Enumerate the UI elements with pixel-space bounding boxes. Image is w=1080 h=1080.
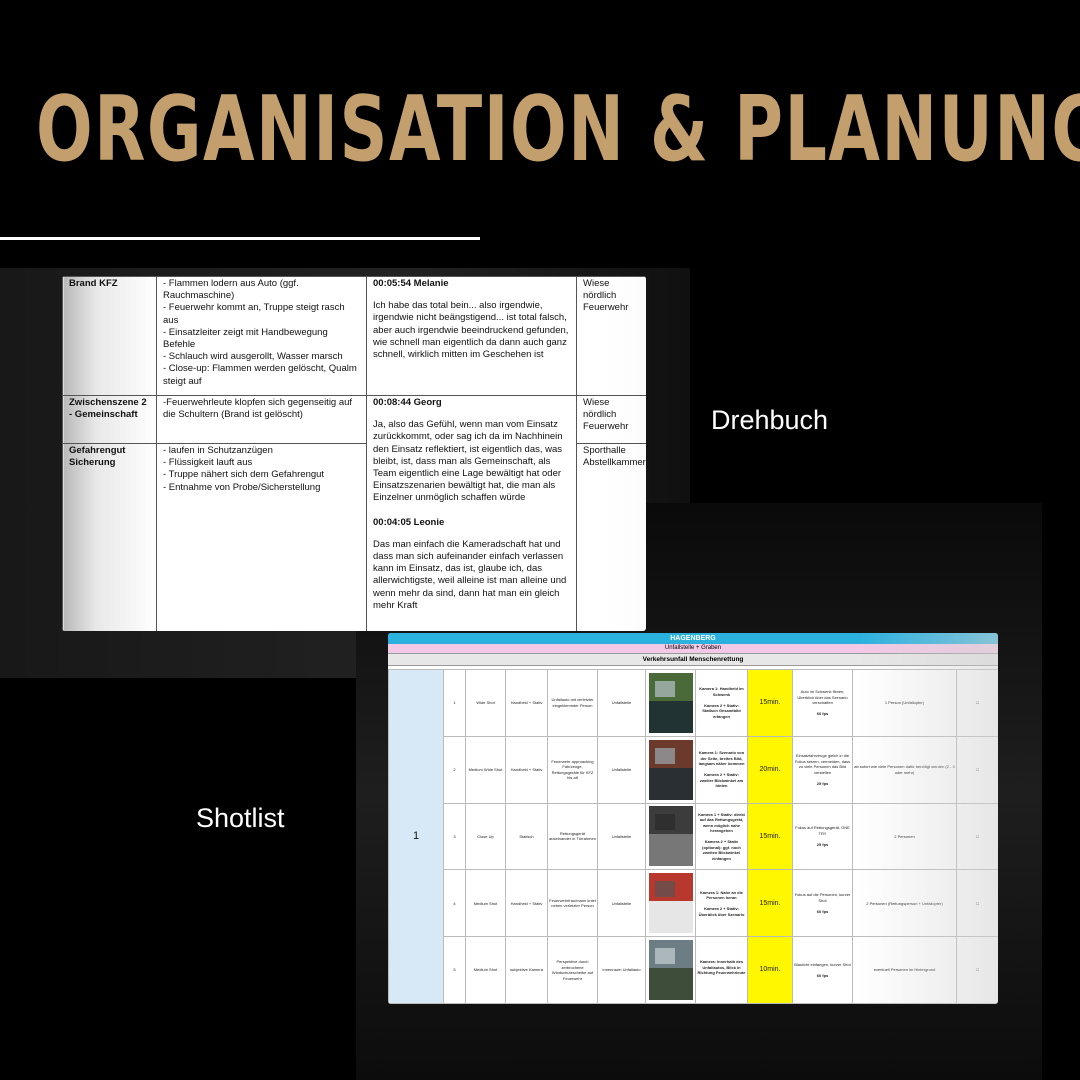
camera-mode: Statisch <box>505 802 548 871</box>
done-checkbox[interactable]: ☐ <box>956 936 998 1004</box>
scene-number: 1 <box>388 669 444 1004</box>
shot-location: Unfallstelle <box>597 802 646 871</box>
shot-size: Medium Shot <box>465 936 506 1004</box>
scene-actions: - laufen in Schutzanzügen - Flüssigkeit … <box>156 443 367 631</box>
interview-cell: 00:05:54 Melanie Ich habe das total bein… <box>366 276 577 396</box>
photo-thumbnail <box>648 806 693 867</box>
table-row: Zwischenszene 2 - Gemeinschaft -Feuerweh… <box>62 395 646 631</box>
shot-description: Perspektive durch zerbrochene Windschutz… <box>547 936 598 1004</box>
camera-mode: Handheld + Stativ <box>505 869 548 938</box>
interview-quote: Ja, also das Gefühl, wenn man vom Einsat… <box>373 419 563 504</box>
speaker-timestamp: 00:08:44 Georg <box>373 397 442 408</box>
drehbuch-document: Brand KFZ - Flammen lodern aus Auto (ggf… <box>62 276 646 631</box>
shot-number: 5 <box>443 936 466 1004</box>
shot-location: Unfallstelle <box>597 735 646 804</box>
scene-location: Wiese nördlich Feuerwehr <box>576 395 646 444</box>
table-row: Gefahrengut Sicherung - laufen in Schutz… <box>62 443 646 631</box>
camera-setup: Kamera 1: Szenario von der Seite, breite… <box>695 735 748 804</box>
photo-thumbnail <box>648 873 693 934</box>
shot-number: 4 <box>443 869 466 938</box>
reference-photo <box>645 869 696 938</box>
reference-photo <box>645 936 696 1004</box>
shot-size: Wide Shot <box>465 669 506 737</box>
scene-location: Sporthalle Abstellkammer <box>576 443 646 631</box>
shot-notes: Einsatzfahrzeuge gleich in die Fokus set… <box>792 735 853 804</box>
speaker-timestamp: 00:04:05 Leonie <box>373 516 445 528</box>
shot-duration: 15min. <box>747 802 793 871</box>
shot-number: 2 <box>443 735 466 804</box>
shot-description: Feuerwehrfrau/mann kniet neben verletzte… <box>547 869 598 938</box>
camera-mode: subjektive Kamera <box>505 936 548 1004</box>
shot-location: Unfallstelle <box>597 869 646 938</box>
scene-name: Brand KFZ <box>62 276 157 396</box>
shot-notes: Auto im Schwenk filmen, Überblick über d… <box>792 669 853 737</box>
shotlist-subheader: Unfallstelle + Graben <box>388 644 998 654</box>
shot-description: Unfallauto mit verletzter eingeklemmter … <box>547 669 598 737</box>
shot-description: Feuerwehr approaching Fahrzeuge, Rettung… <box>547 735 598 804</box>
shotlist-document: HAGENBERG Unfallstelle + Graben Verkehrs… <box>388 633 998 1004</box>
drehbuch-table: Brand KFZ - Flammen lodern aus Auto (ggf… <box>62 276 646 631</box>
shot-duration: 20min. <box>747 735 793 804</box>
done-checkbox[interactable]: ☐ <box>956 802 998 871</box>
done-checkbox[interactable]: ☐ <box>956 869 998 938</box>
drehbuch-label: Drehbuch <box>711 405 829 435</box>
shot-duration: 10min. <box>747 936 793 1004</box>
shot-number: 1 <box>443 669 466 737</box>
camera-mode: Handheld + Stativ <box>505 735 548 804</box>
shot-description: Rettungsgerät auseinander in Türrahmen <box>547 802 598 871</box>
required-people: 2 Personen <box>852 802 957 871</box>
required-people: ab sofort wie viele Personen dafür benöt… <box>852 735 957 804</box>
scene-location: Wiese nördlich Feuerwehr <box>576 276 646 396</box>
shot-size: Medium Shot <box>465 869 506 938</box>
shot-number: 3 <box>443 802 466 871</box>
done-checkbox[interactable]: ☐ <box>956 669 998 737</box>
camera-setup: Kamera: innerhalb des Unfallautos, Blick… <box>695 936 748 1004</box>
required-people: 2 Personen (Rettungsperson + Unfallopfer… <box>852 869 957 938</box>
camera-setup: Kamera 1 + Stativ: direkt auf das Rettun… <box>695 802 748 871</box>
reference-photo <box>645 669 696 737</box>
scene-name: Gefahrengut Sicherung <box>62 443 157 631</box>
scene-actions: -Feuerwehrleute klopfen sich gegenseitig… <box>156 395 367 444</box>
shotlist-section: Verkehrsunfall Menschenrettung <box>388 654 998 666</box>
title-underline <box>0 237 480 240</box>
required-people: eventuell Personen im Hintergrund <box>852 936 957 1004</box>
photo-thumbnail <box>648 739 693 800</box>
shotlist-header: HAGENBERG <box>388 633 998 644</box>
interview-cell: 00:08:44 Georg Ja, also das Gefühl, wenn… <box>366 395 577 631</box>
shot-size: Close Up <box>465 802 506 871</box>
shotlist-label: Shotlist <box>196 803 285 833</box>
shot-duration: 15min. <box>747 869 793 938</box>
reference-photo <box>645 802 696 871</box>
scene-actions: - Flammen lodern aus Auto (ggf. Rauchmas… <box>156 276 367 396</box>
photo-thumbnail <box>648 940 693 1001</box>
shot-location: Innenraum Unfallauto <box>597 936 646 1004</box>
interview-quote: Das man einfach die Kameradschaft hat un… <box>373 538 567 611</box>
page-title: ORGANISATION & PLANUNG <box>36 77 1080 182</box>
shot-size: Medium Wide Shot <box>465 735 506 804</box>
photo-thumbnail <box>648 672 693 733</box>
speaker-timestamp: 00:05:54 Melanie <box>373 278 449 289</box>
reference-photo <box>645 735 696 804</box>
shot-location: Unfallstelle <box>597 669 646 737</box>
interview-quote: Ich habe das total bein... also irgendwi… <box>373 300 569 361</box>
table-row: Brand KFZ - Flammen lodern aus Auto (ggf… <box>62 276 646 396</box>
shot-duration: 15min. <box>747 669 793 737</box>
required-people: 1 Person (Unfallopfer) <box>852 669 957 737</box>
scene-name: Zwischenszene 2 - Gemeinschaft <box>62 395 157 444</box>
done-checkbox[interactable]: ☐ <box>956 735 998 804</box>
camera-mode: Handheld + Stativ <box>505 669 548 737</box>
